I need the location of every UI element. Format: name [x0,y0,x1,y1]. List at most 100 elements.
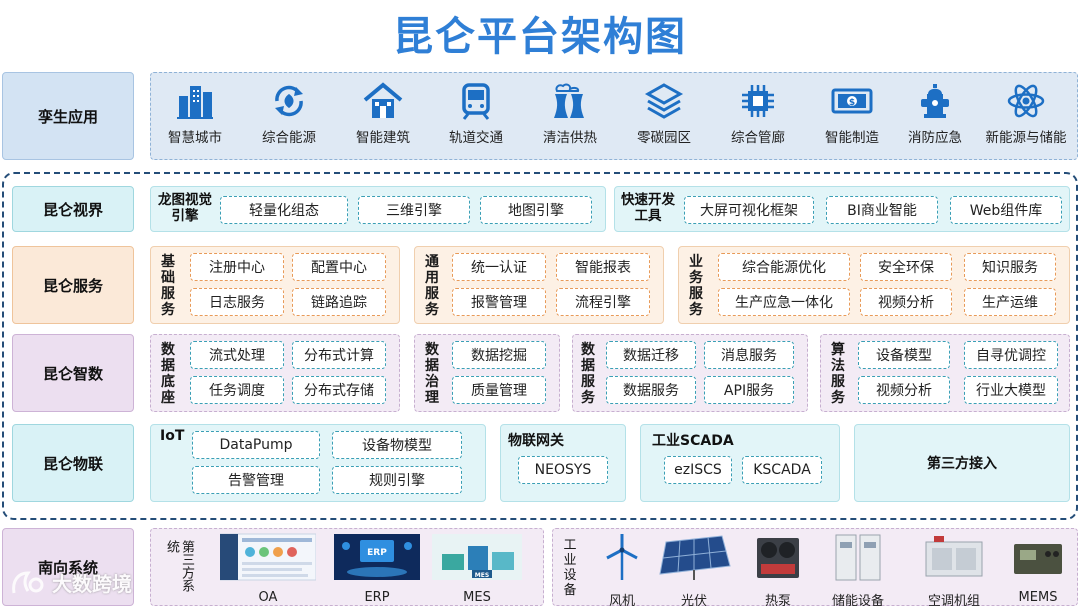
pill-ezIscs[interactable]: ezISCS [664,456,732,484]
pill-quality-management[interactable]: 质量管理 [452,376,546,404]
device-ahu[interactable]: 空调机组 [916,532,992,606]
app-label: 清洁供热 [543,130,597,146]
vision-tools-title: 快速开发工具 [621,192,675,224]
pill-workflow-engine[interactable]: 流程引擎 [556,288,650,316]
pill-web-components[interactable]: Web组件库 [950,196,1062,224]
train-icon [462,83,490,120]
app-label: 消防应急 [908,130,962,146]
device-wind-turbine[interactable]: 风机 [594,532,650,606]
pill-task-scheduling[interactable]: 任务调度 [190,376,284,404]
pill-message-service[interactable]: 消息服务 [704,341,794,369]
app-label: 综合管廊 [731,130,785,146]
system-oa[interactable]: OA [219,532,317,605]
heat-pump-icon [757,538,799,578]
pill-device-thing-model[interactable]: 设备物模型 [332,431,462,459]
pill-energy-optimization[interactable]: 综合能源优化 [718,253,850,281]
pill-log-service[interactable]: 日志服务 [190,288,284,316]
pill-registry[interactable]: 注册中心 [190,253,284,281]
platform-frame [2,172,1078,520]
device-label: MEMS [1018,590,1058,605]
pill-stream-processing[interactable]: 流式处理 [190,341,284,369]
device-photovoltaic[interactable]: 光伏 [656,532,732,606]
pill-rule-engine[interactable]: 规则引擎 [332,466,462,494]
device-energy-storage[interactable]: 储能设备 [818,532,898,606]
pill-production-emergency[interactable]: 生产应急一体化 [718,288,850,316]
erp-illustration-icon: ERP [334,534,420,580]
pill-unified-auth[interactable]: 统一认证 [452,253,546,281]
app-smart-city[interactable]: 智慧城市 [149,82,241,146]
pill-video-analysis[interactable]: 视频分析 [860,288,952,316]
data-service-title: 数据服务 [581,342,595,406]
business-service-title: 业务服务 [689,254,703,318]
row-label-service: 昆仑服务 [12,246,134,324]
pill-device-model[interactable]: 设备模型 [858,341,950,369]
pill-distributed-storage[interactable]: 分布式存储 [292,376,386,404]
app-label: 智慧城市 [168,130,222,146]
ac-unit-icon [925,536,983,577]
app-smart-building[interactable]: 智能建筑 [337,82,429,146]
app-utility-tunnel[interactable]: 综合管廊 [712,82,804,146]
app-smart-manufacturing[interactable]: $ 智能制造 [806,82,898,146]
pill-tracing[interactable]: 链路追踪 [292,288,386,316]
watermark-logo-icon [12,570,44,593]
pill-alarm-management[interactable]: 报警管理 [452,288,546,316]
app-zero-carbon-park[interactable]: 零碳园区 [618,82,710,146]
pill-kscada[interactable]: KSCADA [742,456,822,484]
app-clean-heating[interactable]: 清洁供热 [524,82,616,146]
app-fire-emergency[interactable]: 消防应急 [889,82,981,146]
pill-alert-management[interactable]: 告警管理 [192,466,320,494]
device-label: 风机 [608,594,635,606]
scada-title: 工业SCADA [652,433,734,449]
mes-illustration-icon: MES [432,534,522,580]
cooling-tower-icon [554,83,584,118]
device-mems[interactable]: MEMS [1006,532,1070,605]
pill-map-engine[interactable]: 地图引擎 [480,196,592,224]
pill-config-center[interactable]: 配置中心 [292,253,386,281]
pill-production-ops[interactable]: 生产运维 [964,288,1056,316]
pill-knowledge-service[interactable]: 知识服务 [964,253,1056,281]
app-new-energy-storage[interactable]: 新能源与储能 [980,82,1072,146]
industrial-devices-panel [552,528,1078,606]
data-governance-title: 数据治理 [425,342,439,406]
atom-icon [1007,84,1045,118]
system-erp[interactable]: ERP ERP [334,532,420,605]
app-rail-transit[interactable]: 轨道交通 [430,82,522,146]
pill-api-service[interactable]: API服务 [704,376,794,404]
money-icon: $ [831,88,873,114]
row-label-twin: 孪生应用 [2,72,134,160]
third-party-systems-label: 第三方系统 [164,540,194,592]
oa-screenshot-icon [219,533,317,581]
pill-self-optimizing[interactable]: 自寻优调控 [964,341,1058,369]
svg-text:$: $ [849,98,855,108]
system-mes[interactable]: MES MES [432,532,522,605]
row-label-vision: 昆仑视界 [12,186,134,232]
device-label: 光伏 [680,594,707,606]
hydrant-icon [921,84,949,118]
third-party-panel[interactable]: 第三方接入 [854,424,1070,502]
building-icon [363,82,403,118]
pill-datapump[interactable]: DataPump [192,431,320,459]
app-label: 智能建筑 [356,130,410,146]
common-service-title: 通用服务 [425,254,439,318]
pill-data-migration[interactable]: 数据迁移 [606,341,696,369]
watermark: 大数跨境 [10,568,132,597]
pill-video-analysis-algo[interactable]: 视频分析 [858,376,950,404]
pill-dashboard-framework[interactable]: 大屏可视化框架 [684,196,814,224]
mems-device-icon [1014,544,1062,574]
pill-bi[interactable]: BI商业智能 [826,196,938,224]
app-integrated-energy[interactable]: 综合能源 [243,82,335,146]
pill-industry-llm[interactable]: 行业大模型 [964,376,1058,404]
device-heat-pump[interactable]: 热泵 [752,532,804,606]
pill-data-service[interactable]: 数据服务 [606,376,696,404]
pill-data-mining[interactable]: 数据挖掘 [452,341,546,369]
layers-icon [644,83,684,119]
energy-cycle-icon [275,85,303,117]
pill-neosys[interactable]: NEOSYS [518,456,608,484]
pill-safety-env[interactable]: 安全环保 [860,253,952,281]
third-party-access: 第三方接入 [927,456,997,472]
pill-3d-engine[interactable]: 三维引擎 [358,196,470,224]
pill-lightweight-config[interactable]: 轻量化组态 [220,196,348,224]
pill-smart-report[interactable]: 智能报表 [556,253,650,281]
pill-distributed-compute[interactable]: 分布式计算 [292,341,386,369]
system-label: OA [258,590,278,605]
